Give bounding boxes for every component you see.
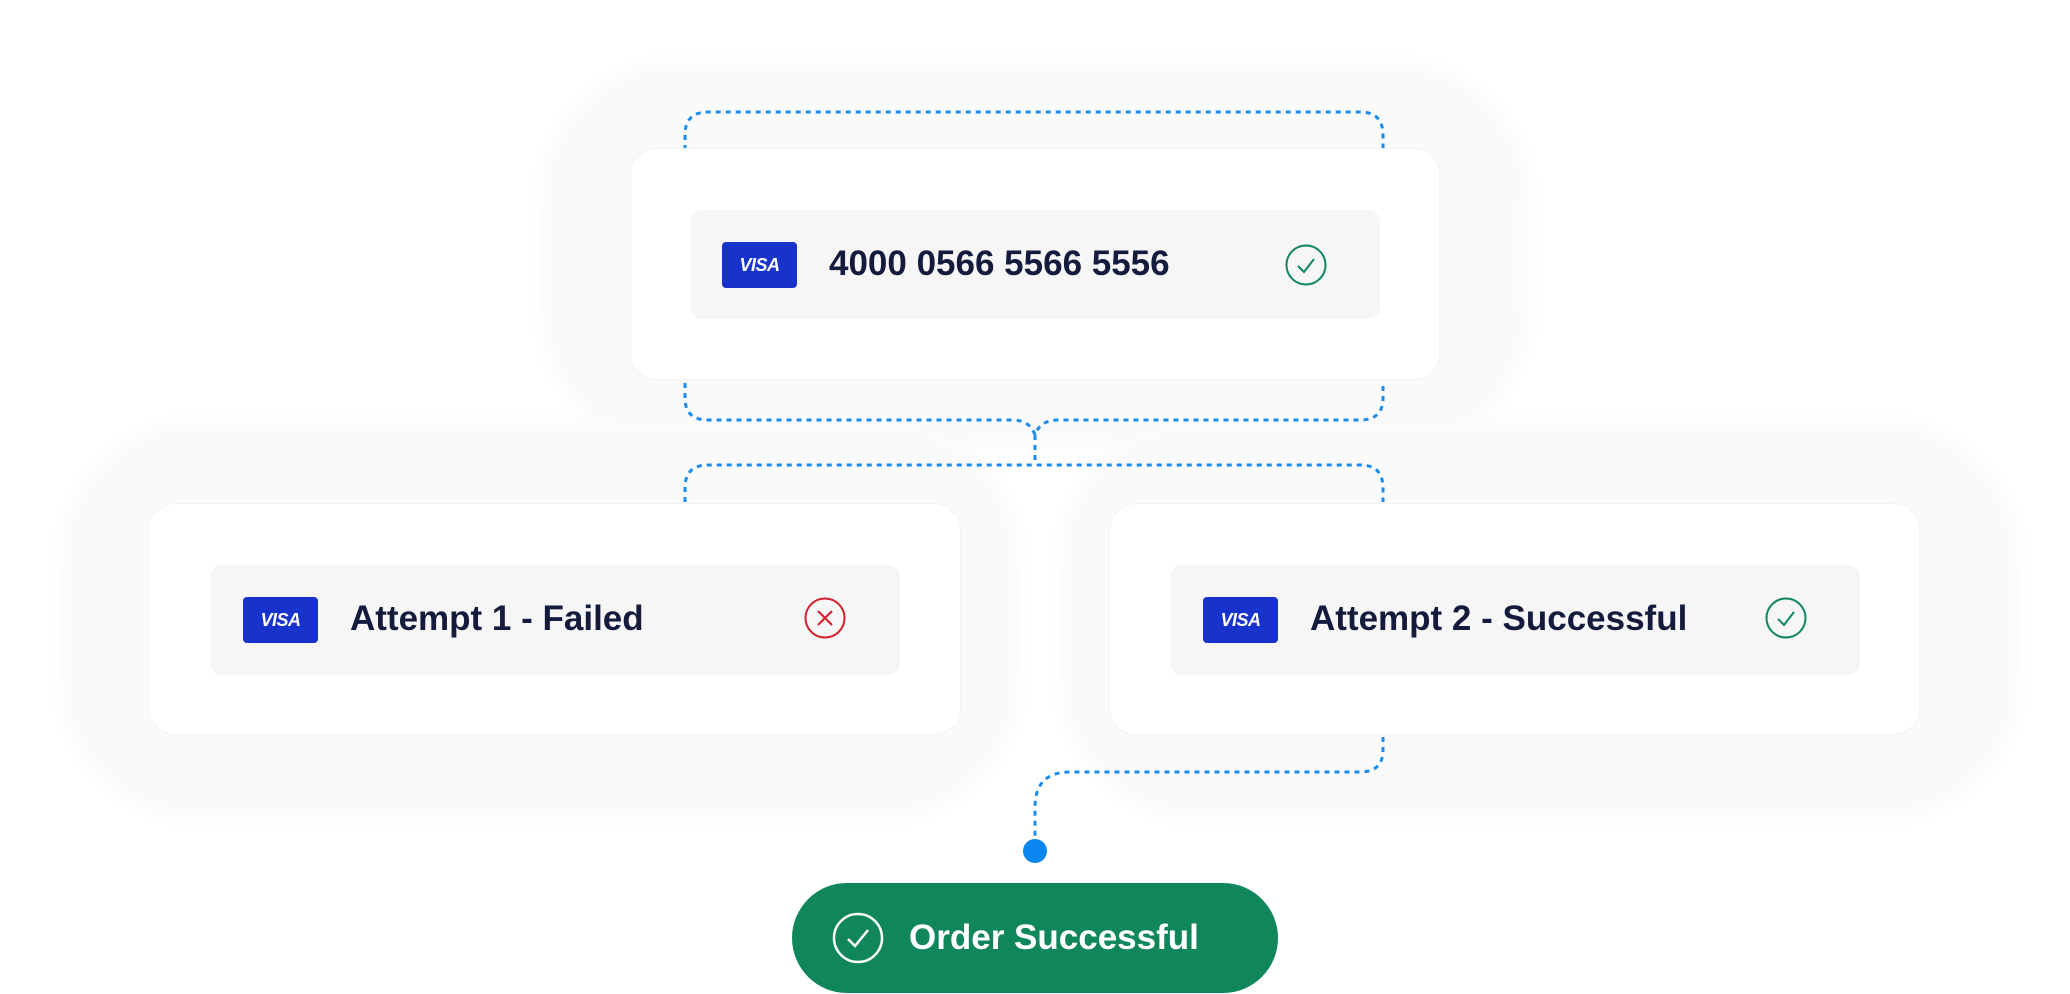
- attempt-2-row: VISA Attempt 2 - Successful: [1170, 565, 1860, 675]
- visa-logo-icon: VISA: [1203, 597, 1278, 643]
- visa-logo-icon: VISA: [243, 597, 318, 643]
- connector-endpoint-dot: [1023, 839, 1047, 863]
- check-circle-icon: [1765, 597, 1807, 639]
- attempt-1-label: Attempt 1 - Failed: [350, 599, 644, 638]
- connector-top: [683, 110, 1385, 150]
- attempt-1-row: VISA Attempt 1 - Failed: [210, 565, 900, 675]
- order-successful-label: Order Successful: [909, 918, 1199, 957]
- attempt-2-label: Attempt 2 - Successful: [1310, 599, 1688, 638]
- card-number: 4000 0566 5566 5556: [829, 244, 1170, 283]
- x-circle-icon: [804, 597, 846, 639]
- connector-split-top: [683, 383, 1385, 440]
- order-successful-badge: Order Successful: [792, 883, 1278, 993]
- check-circle-icon: [1285, 244, 1327, 286]
- check-circle-icon: [832, 912, 884, 964]
- connector-to-result: [1033, 737, 1385, 840]
- source-card-row: VISA 4000 0566 5566 5556: [690, 210, 1380, 319]
- visa-logo-icon: VISA: [722, 242, 797, 288]
- connector-split-bottom: [683, 463, 1385, 502]
